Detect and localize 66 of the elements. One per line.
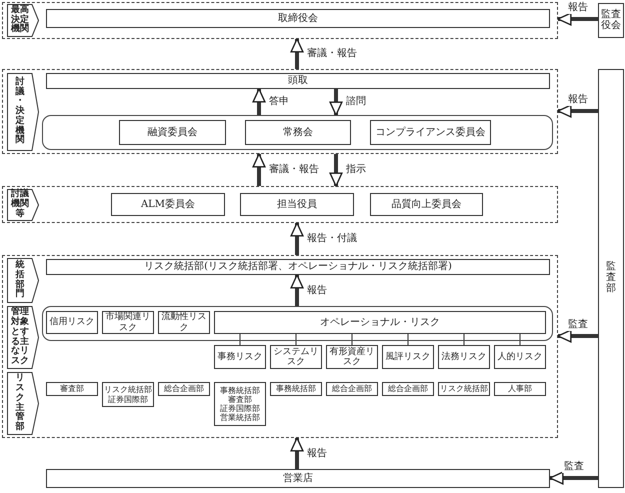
unit-box: 有形資産リスク [326, 345, 378, 369]
edge-label: 監査 [562, 461, 586, 473]
unit-box: 総合企画部 [382, 382, 434, 396]
edge-label: 指示 [344, 164, 368, 176]
edge-label: 審議・報告 [267, 164, 321, 176]
section-tab: 最高決定機関 [7, 4, 39, 37]
unit-box: 頭取 [46, 73, 550, 89]
unit-box: 人的リスク [494, 345, 546, 369]
unit-box: 人事部 [494, 382, 546, 396]
arrow [290, 437, 304, 469]
unit-box: ALM委員会 [111, 193, 225, 216]
unit-box: 審査部 [46, 382, 98, 396]
arrow [557, 12, 598, 26]
unit-box: 事務統括部 [270, 382, 322, 396]
unit-box: リスク統括部(リスク統括部署、オペレーショナル・リスク統括部署) [46, 259, 550, 275]
dashed-section-frame [2, 255, 558, 438]
unit-box: 総合企画部 [158, 382, 210, 396]
unit-box: 品質向上委員会 [370, 193, 483, 216]
arrow [290, 274, 304, 306]
arrow [557, 104, 598, 118]
unit-box: システムリスク [270, 345, 322, 369]
section-tab: 討議機関等 [7, 189, 39, 221]
unit-box: オペレーショナル・リスク [214, 311, 546, 334]
arrow [557, 329, 598, 343]
arrow [329, 89, 343, 116]
unit-box: 事務リスク [214, 345, 266, 369]
unit-box: 融資委員会 [119, 120, 226, 145]
section-tab: 管理対象とする主なリスク [7, 306, 39, 369]
unit-box: 常務会 [245, 120, 351, 145]
unit-box: 事務統括部 審査部 証券国際部 営業統括部 [214, 382, 266, 426]
unit-box: コンプライアンス委員会 [370, 120, 491, 145]
arrow [252, 88, 266, 115]
edge-label: 報告・付議 [305, 233, 359, 245]
arrow [329, 154, 343, 187]
edge-label: 諮問 [344, 96, 368, 108]
unit-box: 営業店 [46, 469, 550, 488]
section-tab: 統括部門 [7, 258, 39, 303]
arrow [252, 153, 266, 186]
edge-label: 報告 [305, 448, 329, 460]
dashed-section-frame [2, 2, 558, 39]
unit-box: リスク統括部 証券国際部 [102, 382, 154, 407]
rounded-group-frame [42, 115, 553, 150]
arrow [290, 38, 304, 69]
edge-label: 報告 [305, 284, 329, 296]
section-tab: リスク主管部 [7, 372, 39, 435]
rounded-group-frame [42, 306, 553, 341]
arrow [549, 471, 598, 485]
vertical-unit-box: 監査部 [598, 69, 624, 488]
dashed-section-frame [2, 186, 558, 223]
edge-label: 報告 [566, 94, 590, 106]
unit-box: 取締役会 [46, 9, 550, 28]
vertical-unit-box: 監査役会 [598, 3, 624, 38]
unit-box: 法務リスク [438, 345, 490, 369]
dashed-section-frame [2, 69, 558, 154]
unit-box: 市場関連リスク [102, 311, 154, 334]
unit-box: 担当役員 [240, 193, 354, 216]
unit-box: 風評リスク [382, 345, 434, 369]
arrow [290, 222, 304, 255]
section-tab: 討議・決定機関 [7, 73, 39, 151]
unit-box: 流動性リスク [158, 311, 210, 334]
edge-label: 監査 [566, 319, 590, 331]
edge-label: 報告 [566, 2, 590, 14]
unit-box: 信用リスク [46, 311, 98, 334]
unit-box: リスク統括部 [438, 382, 490, 396]
unit-box: 総合企画部 [326, 382, 378, 396]
edge-label: 審議・報告 [305, 48, 359, 60]
